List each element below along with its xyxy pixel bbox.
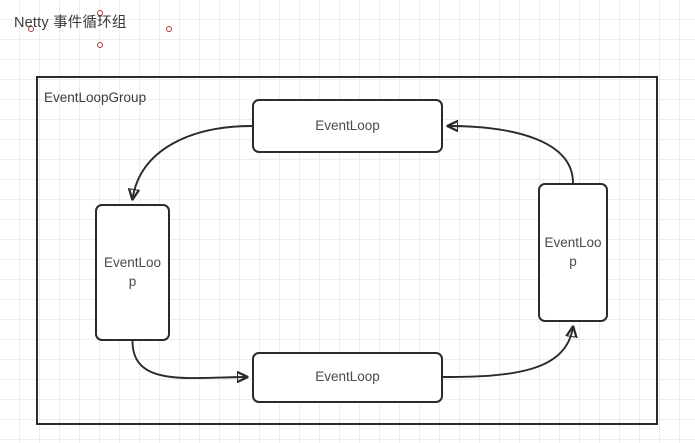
connection-handle-top-icon[interactable] <box>97 10 103 16</box>
diagram-title-block[interactable] <box>26 8 176 48</box>
event-loop-node-bottom[interactable]: EventLoop <box>252 352 443 403</box>
event-loop-group-container[interactable] <box>36 76 658 425</box>
event-loop-group-label: EventLoopGroup <box>44 90 147 105</box>
event-loop-node-right-label: EventLoop <box>544 235 602 269</box>
connection-handle-right-icon[interactable] <box>166 26 172 32</box>
event-loop-node-right[interactable]: EventLoop <box>538 183 608 322</box>
event-loop-node-bottom-label: EventLoop <box>315 369 380 385</box>
connection-handle-bottom-icon[interactable] <box>97 42 103 48</box>
page-title: Netty 事件循环组 <box>14 15 127 31</box>
event-loop-node-left[interactable]: EventLoop <box>95 204 170 341</box>
event-loop-node-left-label: EventLoop <box>103 255 162 289</box>
event-loop-node-top[interactable]: EventLoop <box>252 99 443 153</box>
event-loop-node-top-label: EventLoop <box>315 117 380 133</box>
connection-handle-left-icon[interactable] <box>28 26 34 32</box>
